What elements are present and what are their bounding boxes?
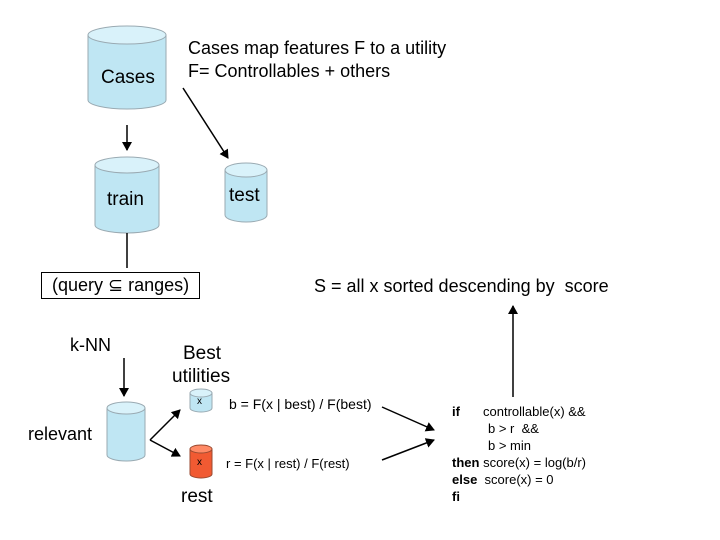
cases-cylinder: [87, 25, 167, 110]
arrow-b-to-rule: [381, 406, 435, 432]
best-label-line-1: Best: [183, 343, 222, 364]
rule-else-expr: score(x) = 0: [477, 472, 554, 487]
rule-cond-1: controllable(x) &&: [483, 404, 586, 419]
rule-fi-keyword: fi: [452, 489, 460, 504]
rule-else-keyword: else: [452, 472, 478, 487]
rest-cylinder: [189, 444, 213, 479]
train-label: train: [107, 189, 144, 210]
rule-fi-line: fi: [452, 488, 460, 505]
knn-label: k-NN: [70, 335, 111, 355]
rest-mark: x: [197, 457, 202, 468]
arrow-header-to-test: [182, 87, 229, 159]
rule-then-expr: score(x) = log(b/r): [479, 455, 587, 470]
best-mark: x: [197, 396, 202, 407]
rule-then-line: then score(x) = log(b/r): [452, 454, 586, 471]
header-line-2: F= Controllables + others: [188, 61, 391, 81]
best-cylinder: [189, 388, 213, 413]
train-cylinder: [94, 156, 160, 234]
cases-label: Cases: [101, 67, 155, 88]
sorted-statement: S = all x sorted descending by score: [314, 276, 609, 296]
rule-else-line: else score(x) = 0: [452, 471, 554, 488]
header-line-1: Cases map features F to a utility: [188, 38, 447, 58]
test-label: test: [229, 185, 260, 206]
rule-cond-3: b > min: [488, 438, 531, 453]
relevant-cylinder: [106, 401, 146, 462]
rule-then-keyword: then: [452, 455, 480, 470]
rule-if-keyword: if: [452, 404, 460, 419]
arrow-relevant-to-best: [149, 409, 181, 441]
b-formula: b = F(x | best) / F(best): [229, 396, 372, 412]
rest-label: rest: [181, 486, 213, 507]
test-cylinder: [224, 162, 268, 223]
rule-if-line: if: [452, 403, 460, 420]
query-box: (query ⊆ ranges): [41, 272, 201, 299]
rule-cond-2: b > r &&: [488, 421, 539, 436]
r-formula: r = F(x | rest) / F(rest): [226, 456, 350, 471]
relevant-label: relevant: [28, 424, 93, 444]
arrow-r-to-rule: [381, 438, 435, 461]
best-label-line-2: utilities: [172, 366, 231, 387]
arrow-relevant-to-rest: [149, 439, 181, 457]
